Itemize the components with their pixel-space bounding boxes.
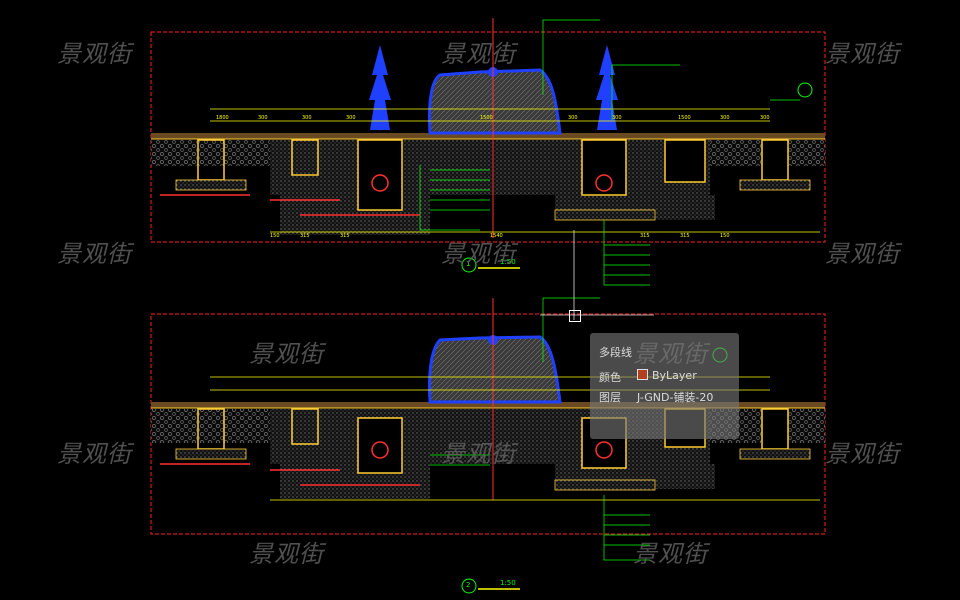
- watermark: 景观街: [441, 440, 516, 468]
- tooltip-layer-label: 图层: [599, 391, 621, 404]
- section-1-number: 1: [466, 260, 471, 268]
- dimension-label: 300: [612, 115, 622, 121]
- watermark: 景观街: [825, 240, 900, 268]
- section-2-number: 2: [466, 581, 471, 589]
- section-1-drawing: [150, 18, 826, 286]
- tooltip-color-text: ByLayer: [652, 369, 697, 382]
- dimension-label: 150: [720, 233, 730, 239]
- watermark: 景观街: [57, 40, 132, 68]
- watermark: 景观街: [633, 540, 708, 568]
- dimension-label: 300: [760, 115, 770, 121]
- dimension-label: 300: [258, 115, 268, 121]
- watermark: 景观街: [57, 240, 132, 268]
- tooltip-color-label: 颜色: [599, 371, 621, 384]
- color-swatch-icon: [637, 369, 648, 380]
- dimension-label: 1500: [678, 115, 691, 121]
- watermark: 景观街: [249, 540, 324, 568]
- watermark: 景观街: [825, 440, 900, 468]
- object-properties-tooltip: 多段线 颜色 ByLayer 图层 J-GND-铺装-20: [590, 333, 739, 439]
- watermark: 景观街: [57, 440, 132, 468]
- section-1-scale: 1:50: [500, 258, 516, 266]
- watermark: 景观街: [441, 240, 516, 268]
- dimension-label: 315: [640, 233, 650, 239]
- dimension-label: 1540: [490, 233, 503, 239]
- dimension-label: 315: [340, 233, 350, 239]
- tooltip-object-type: 多段线: [599, 346, 632, 359]
- dimension-label: 315: [300, 233, 310, 239]
- dimension-label: 300: [302, 115, 312, 121]
- dimension-label: 1500: [480, 115, 493, 121]
- tooltip-color-value: ByLayer: [637, 369, 697, 382]
- dimension-label: 300: [568, 115, 578, 121]
- dimension-label: 1800: [216, 115, 229, 121]
- dimension-label: 150: [270, 233, 280, 239]
- tooltip-layer-value: J-GND-铺装-20: [637, 391, 714, 404]
- dimension-label: 315: [680, 233, 690, 239]
- watermark: 景观街: [249, 340, 324, 368]
- dimension-label: 300: [720, 115, 730, 121]
- pickbox-cursor: [569, 310, 581, 322]
- section-2-scale: 1:50: [500, 579, 516, 587]
- dimension-label: 300: [346, 115, 356, 121]
- watermark: 景观街: [825, 40, 900, 68]
- watermark: 景观街: [441, 40, 516, 68]
